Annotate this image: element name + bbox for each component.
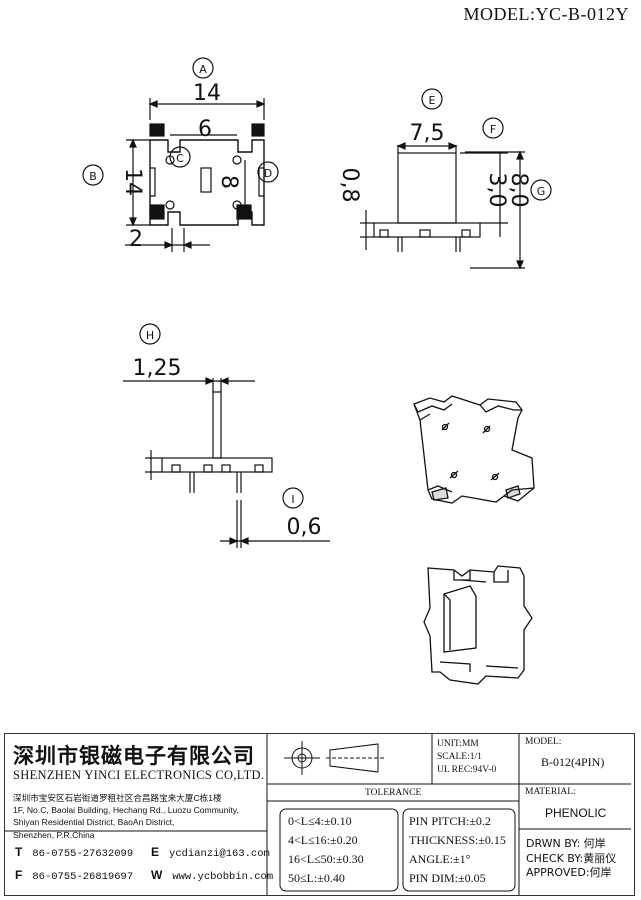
web-value: www.ycbobbin.com — [172, 871, 274, 883]
unit-text: UNIT:MM — [437, 739, 479, 749]
dim-a-value: 14 — [193, 81, 221, 106]
tolerance-4: 50≤L:±0.40 — [288, 871, 345, 885]
approved-by: APPROVED:何岸 — [526, 866, 612, 879]
thickness: THICKNESS:±0.15 — [409, 833, 506, 847]
bubble-e: E — [429, 94, 436, 107]
company-name-en: SHENZHEN YINCI ELECTRONICS CO,LTD. — [13, 768, 265, 782]
email-label: E — [151, 845, 160, 859]
address-en-1: 1F, No.C, Baolai Building, Hechang Rd., … — [13, 805, 239, 816]
dim-b-value: 14 — [120, 168, 145, 196]
model-header: MODEL:YC-B-012Y — [463, 4, 629, 24]
address-cn: 深圳市宝安区石岩街道罗租社区合昌路宝来大厦C栋1楼 — [13, 793, 222, 803]
title-block: 深圳市银磁电子有限公司 SHENZHEN YINCI ELECTRONICS C… — [4, 733, 635, 896]
bubble-c: C — [176, 152, 184, 165]
top-view: A 14 B 14 C 6 D 8 2 — [82, 57, 279, 252]
tel-label: T — [15, 845, 23, 859]
signatures: DRWN BY: 何岸 CHECK BY:黄丽仪 APPROVED:何岸 — [526, 837, 616, 881]
dim-e-value: 7,5 — [410, 121, 445, 146]
dim-g-value: 8,0 — [506, 173, 531, 208]
email-value: ycdianzi@163.com — [169, 848, 270, 860]
pin-pitch: PIN PITCH:±0.2 — [409, 814, 491, 828]
bubble-h: H — [146, 329, 154, 342]
dim-c-value: 6 — [198, 117, 212, 142]
bubble-d: D — [264, 167, 272, 180]
model-label: MODEL: — [525, 737, 562, 747]
front-view: H 1,25 I 0,6 — [123, 323, 330, 548]
tolerance-2: 4<L≤16:±0.20 — [288, 833, 358, 847]
tel-value: 86-0755-27632099 — [32, 848, 134, 860]
bubble-g: G — [537, 185, 546, 198]
bubble-f: F — [490, 123, 496, 136]
tolerance-3: 16<L≤50:±0.30 — [288, 852, 364, 866]
web-label: W — [151, 868, 163, 882]
pin-dim: PIN DIM:±0.05 — [409, 871, 486, 885]
angle: ANGLE:±1° — [409, 852, 471, 866]
dim-d-value: 8 — [216, 175, 241, 189]
dim-f-value: 3,0 — [484, 173, 509, 208]
isometric-bottom-view — [423, 565, 533, 685]
title-block-lines — [5, 733, 631, 896]
ul-rec-text: UL REC:94V-0 — [437, 765, 497, 775]
address-en-2: Shiyan Residential District, BaoAn Distr… — [13, 817, 175, 828]
drawn-by: DRWN BY: 何岸 — [526, 837, 606, 850]
unit-scale-block: UNIT:MM SCALE:1/1 UL REC:94V-0 — [437, 738, 496, 777]
scale-text: SCALE:1/1 — [437, 752, 482, 762]
fax-value: 86-0755-26819697 — [32, 871, 134, 883]
dim-h-value: 1,25 — [133, 356, 182, 381]
model-value: B-012(4PIN) — [541, 755, 605, 769]
tolerance-1: 0<L≤4:±0.10 — [288, 814, 352, 828]
dim-08-value: 0,8 — [337, 168, 362, 203]
material-value: PHENOLIC — [545, 806, 607, 820]
bubble-a: A — [199, 63, 207, 76]
material-label: MATERIAL: — [525, 787, 576, 797]
checked-by: CHECK BY:黄丽仪 — [526, 851, 617, 865]
address-en-3: Shenzhen, P.R.China — [13, 829, 95, 840]
tolerance-title: TOLERANCE — [365, 788, 422, 798]
side-view: E 7,5 F 3,0 G 8,0 0,8 — [337, 88, 552, 270]
bubble-b: B — [89, 170, 97, 183]
company-address: 深圳市宝安区石岩街道罗租社区合昌路宝来大厦C栋1楼 1F, No.C, Baol… — [13, 792, 268, 841]
bubble-i: I — [291, 493, 294, 506]
isometric-top-view — [413, 395, 535, 504]
fax-label: F — [15, 868, 23, 882]
dim-2-value: 2 — [129, 227, 143, 252]
dim-i-value: 0,6 — [287, 515, 322, 540]
contact-tel: T 86-0755-27632099 — [15, 845, 133, 860]
contact-fax: F 86-0755-26819697 — [15, 868, 133, 883]
company-name-cn: 深圳市银磁电子有限公司 — [13, 744, 255, 768]
